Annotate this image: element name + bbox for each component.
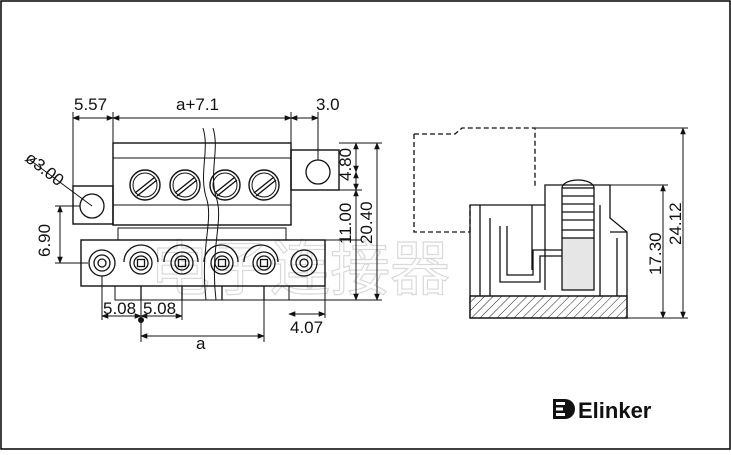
brand-mark-icon — [553, 399, 575, 419]
dim-a-plus-7-1: a+7.1 — [176, 95, 219, 114]
right-mount-hole — [305, 159, 331, 185]
hatched-base — [469, 295, 628, 319]
pin-socket-3 — [203, 244, 239, 275]
dim-4-80: 4.80 — [336, 148, 355, 181]
dim-17-30: 17.30 — [646, 232, 665, 275]
flange-screw-left — [88, 249, 116, 277]
pin-socket-4 — [243, 244, 279, 275]
right-flange — [290, 149, 340, 191]
dim-3-0: 3.0 — [316, 95, 340, 114]
dim-4-07: 4.07 — [290, 318, 323, 337]
screw-head-4 — [248, 169, 280, 201]
front-view — [72, 142, 340, 301]
dim-11-00: 11.00 — [336, 203, 355, 244]
pin-row — [123, 244, 279, 300]
dim-a: a — [196, 334, 206, 353]
dim-pitch-right: 5.08 — [143, 299, 176, 318]
dim-24-12: 24.12 — [666, 202, 685, 245]
brand-name: Elinker — [578, 398, 652, 423]
datum-dot — [138, 317, 144, 323]
pin-socket-2 — [163, 244, 199, 275]
dim-6-90: 6.90 — [35, 224, 54, 257]
screw-head-1 — [129, 169, 161, 201]
dimension-lines-front — [29, 112, 382, 342]
brand-logo: Elinker — [553, 398, 652, 423]
dim-diameter-3-00: ø3.00 — [22, 148, 68, 190]
dim-5-57: 5.57 — [74, 95, 107, 114]
screw-head-3 — [209, 169, 241, 201]
screw-head-2 — [169, 169, 201, 201]
left-flange — [72, 185, 114, 225]
pin-socket-1 — [123, 244, 159, 275]
side-view — [413, 127, 628, 319]
dimension-lines-side — [535, 127, 688, 319]
dim-20-40: 20.40 — [357, 201, 376, 244]
screw-row — [129, 169, 280, 201]
dim-pitch-left: 5.08 — [103, 299, 136, 318]
flange-screw-right — [290, 249, 318, 277]
